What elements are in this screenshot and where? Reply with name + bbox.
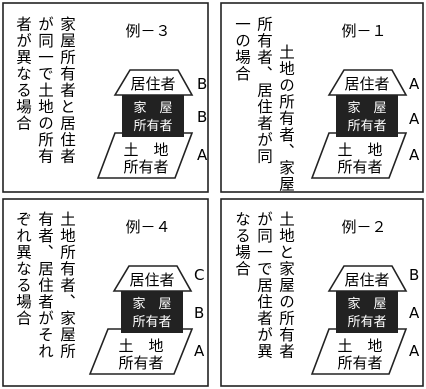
roof: [327, 265, 408, 292]
role-letter-land-owner: A: [409, 146, 420, 164]
role-letter-house-owner: A: [409, 110, 420, 128]
roof-label: 居住者: [344, 271, 389, 289]
role-letter-house-owner: B: [194, 304, 204, 322]
house-illustration: 居住者 家 屋 所有者 土 地 所有者: [96, 69, 194, 179]
roof: [327, 69, 408, 96]
house-body: [336, 93, 398, 137]
description-vertical: 土地と家屋の所有者 が同一で居住者が異 なる場合: [233, 211, 295, 360]
house-illustration: 居住者 家 屋 所有者 土 地 所有者: [88, 265, 194, 375]
panel-example-2: 例－２ 土地と家屋の所有者 が同一で居住者が異 なる場合 居住者 家 屋 所有者…: [220, 198, 424, 387]
land-label: 所有者: [337, 158, 382, 176]
description-line: が同一で土地の所有: [36, 16, 54, 165]
land-parallelogram: [310, 328, 408, 375]
land-parallelogram: [310, 132, 408, 179]
roof-label: 居住者: [344, 75, 389, 93]
description-line: 土地と家屋の所有者: [277, 211, 295, 360]
land-label: 土 地: [337, 141, 382, 159]
description-line: 者が異なる場合: [14, 16, 32, 132]
panel-example-3: 例－３ 家屋所有者と居住者 が同一で土地の所有 者が異なる場合 居住者 家 屋 …: [2, 2, 209, 193]
land-label: 所有者: [337, 354, 382, 372]
description-line: 所有者、居住者が同: [255, 16, 273, 165]
role-letter-resident: B: [197, 75, 207, 93]
roof: [113, 69, 194, 96]
role-letter-land-owner: A: [409, 342, 420, 360]
house-label: 家 屋: [133, 100, 172, 116]
land-label: 土 地: [123, 141, 168, 159]
description-line: 土地所有者、家屋所: [58, 211, 76, 360]
role-letter-resident: B: [409, 266, 419, 284]
roof-label: 居住者: [129, 271, 174, 289]
panel-title: 例－１: [341, 22, 386, 40]
description-line: 土地の所有者、家屋: [277, 44, 295, 193]
house-illustration: 居住者 家 屋 所有者 土 地 所有者: [310, 69, 408, 179]
description-line: が同一で居住者が異: [255, 211, 273, 360]
land-label: 所有者: [118, 354, 163, 372]
panel-title: 例－３: [125, 22, 170, 40]
house-label: 家 屋: [132, 296, 171, 312]
role-letter-land-owner: A: [194, 342, 205, 360]
role-letter-house-owner: B: [197, 108, 207, 126]
house-body: [336, 289, 398, 333]
role-letter-house-owner: A: [409, 304, 420, 322]
panel-title: 例－２: [341, 218, 386, 236]
description-line: 有者、居住者がそれ: [36, 211, 54, 360]
roof-label: 居住者: [130, 75, 175, 93]
description-vertical: 土地所有者、家屋所 有者、居住者がそれ ぞれ異なる場合: [14, 211, 76, 360]
panel-title: 例－４: [125, 218, 170, 236]
house-label: 所有者: [133, 119, 172, 134]
house-illustration: 居住者 家 屋 所有者 土 地 所有者: [310, 265, 408, 375]
house-body: [121, 289, 183, 333]
land-label: 土 地: [337, 337, 382, 355]
role-letter-resident: C: [194, 266, 204, 284]
description-vertical: 土地の所有者、家屋 所有者、居住者が同 一の場合: [233, 16, 295, 193]
description-line: なる場合: [233, 211, 251, 277]
role-letter-resident: A: [409, 75, 420, 93]
house-label: 家 屋: [347, 100, 386, 116]
description-line: ぞれ異なる場合: [14, 211, 32, 327]
house-label: 所有者: [347, 119, 386, 134]
house-label: 所有者: [347, 315, 386, 330]
land-parallelogram: [96, 132, 194, 179]
house-label: 家 屋: [347, 296, 386, 312]
house-body: [122, 93, 184, 137]
description-vertical: 家屋所有者と居住者 が同一で土地の所有 者が異なる場合: [14, 16, 76, 165]
description-line: 一の場合: [233, 16, 251, 82]
roof: [112, 265, 193, 292]
land-parallelogram: [88, 328, 194, 375]
role-letter-land-owner: A: [197, 146, 208, 164]
house-label: 所有者: [132, 315, 171, 330]
description-line: 家屋所有者と居住者: [58, 16, 76, 165]
panel-example-4: 例－４ 土地所有者、家屋所 有者、居住者がそれ ぞれ異なる場合 居住者 家 屋 …: [2, 198, 209, 387]
land-label: 所有者: [123, 158, 168, 176]
land-label: 土 地: [118, 337, 163, 355]
panel-example-1: 例－１ 土地の所有者、家屋 所有者、居住者が同 一の場合 居住者 家 屋 所有者…: [220, 2, 424, 193]
